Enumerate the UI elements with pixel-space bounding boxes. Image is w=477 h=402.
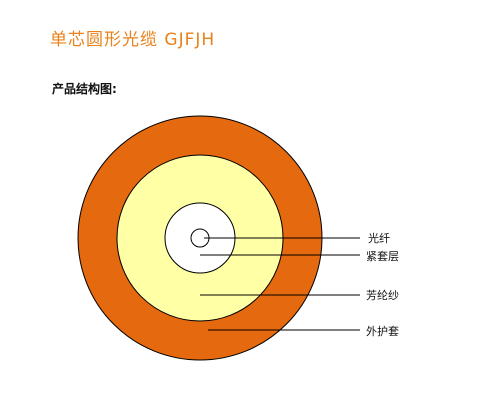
structure-subtitle: 产品结构图:: [52, 82, 117, 96]
fiber-label: 光纤: [368, 231, 390, 245]
aramid-yarn-label: 芳纶纱: [366, 288, 399, 302]
page-title: 单芯圆形光缆 GJFJH: [50, 30, 216, 50]
outer-sheath-label: 外护套: [366, 324, 399, 338]
tight-buffer-label: 紧套层: [366, 250, 399, 263]
